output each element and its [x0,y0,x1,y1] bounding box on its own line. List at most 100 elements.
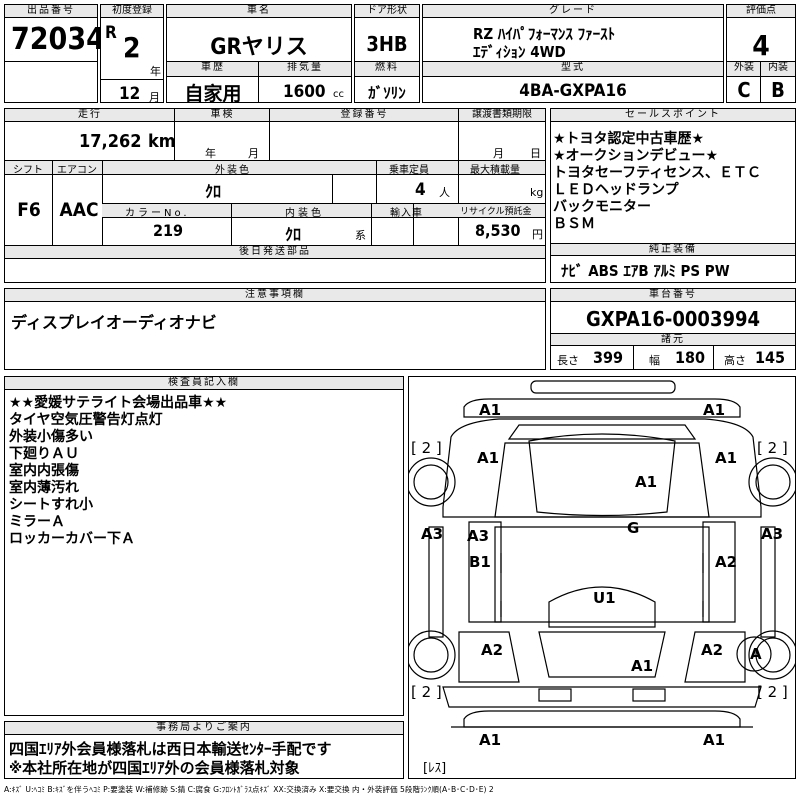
inspector-note: タイヤ空気圧警告灯点灯 [9,412,163,428]
score-box: 評価点 4 [726,4,796,63]
mileage-unit: km [148,131,176,152]
inspector-note: 外装小傷多い [9,429,93,445]
damage-mark: A3 [761,525,784,543]
color-no-value: 219 [153,221,184,240]
car-outline-drawing [409,380,795,728]
damage-mark: A2 [481,641,504,659]
color-no-label: カラーNo. [125,208,190,219]
inspector-note: ミラーＡ [9,514,65,530]
vehicle-detail-table: 走行 車検 登録番号 譲渡書類期限 17,262 km 年 月 月 日 シフト … [4,108,546,283]
fuel-box: 燃料 ｶﾞｿﾘﾝ [354,61,420,103]
damage-mark: A1 [477,449,500,467]
inspector-note: シートすれ小 [9,497,93,513]
grade-line1: RZ ﾊｲﾊﾟﾌｫｰﾏﾝｽ ﾌｧｰｽﾄ [473,25,616,43]
year-unit: 年 [150,65,161,78]
sales-point-item: ＬＥＤヘッドランプ [553,182,679,198]
recycle-label: リサイクル預託金 [460,207,532,217]
first-registration-box: 初度登録 R 2 年 12 月 [100,4,164,104]
interior-label: 内装 [761,62,795,77]
mileage-value: 17,262 [79,131,142,152]
later-parts-label: 後日発送部品 [5,245,545,259]
displacement-unit: cc [333,89,344,100]
insp-month-unit: 月 [248,147,259,160]
interior-box: 内装 B [760,61,796,103]
door-type: 3HB [366,32,408,56]
ac-label: エアコン [57,165,97,176]
damage-mark: B1 [469,553,491,571]
plate-label: 登録番号 [269,109,459,122]
capacity-unit: 人 [439,186,450,199]
sales-point-item: ★オークションデビュー★ [553,148,719,164]
inspector-label: 検査員記入欄 [5,377,403,390]
inspector-note: 室内内張傷 [9,463,79,479]
fuel-label: 燃料 [355,62,419,77]
recycle-unit: 円 [532,228,543,241]
shift-value: F6 [17,199,41,221]
lot-box: 出品番号 72034 [4,4,105,103]
load-label: 最大積載量 [470,165,520,176]
damage-mark: A3 [467,527,490,545]
color-label: 外装色 [215,165,251,176]
chassis-box: 車台番号 GXPA16-0003994 諸元 長さ 399 幅 180 高さ 1… [550,288,796,370]
color-value: ｸﾛ [205,182,222,201]
spare-tire-mark: [ﾚｽ] [423,761,447,776]
capacity-label: 乗車定員 [389,165,429,176]
damage-mark: A1 [479,401,502,419]
damage-mark: U1 [593,589,616,607]
chassis-number: GXPA16-0003994 [585,307,761,331]
int-color-value: ｸﾛ [285,225,302,244]
inspector-note: 室内薄汚れ [9,480,79,496]
inspector-note: ★★愛媛サテライト会場出品車★★ [9,395,228,411]
notes-text: ディスプレイオーディオナビ [11,313,217,332]
damage-mark: A1 [715,449,738,467]
damage-diagram: A1 A1 A1 A1 A1 G A3 A3 B1 A2 A3 U1 A2 A2… [408,376,796,779]
shift-label: シフト [13,165,43,176]
damage-mark: A1 [479,731,502,749]
history-value: 自家用 [184,83,242,105]
door-box: ドア形状 3HB [354,4,420,63]
ac-value: AAC [59,199,99,221]
doc-deadline-label: 譲渡書類期限 [458,109,545,122]
damage-mark: G [627,519,640,537]
length-value: 399 [593,348,624,367]
first-reg-label: 初度登録 [101,5,163,18]
damage-mark: A1 [631,657,654,675]
int-color-unit: 系 [355,229,366,242]
office-box: 事務局よりご案内 四国ｴﾘｱ外会員様落札は西日本輸送ｾﾝﾀｰ手配です ※本社所在… [4,721,404,779]
type-box: 型式 4BA-GXPA16 [422,61,724,103]
equipment-items: ﾅﾋﾞ ABS ｴｱB ｱﾙﾐ PS PW [561,262,730,280]
height-value: 145 [755,348,786,367]
type-value: 4BA-GXPA16 [519,81,627,101]
damage-mark: A1 [703,401,726,419]
interior-grade: B [771,78,785,102]
exterior-label: 外装 [727,62,761,77]
sales-point-item: ＢＳＭ [553,216,595,232]
displacement-box: 排気量 1600 cc [258,61,352,103]
int-color-label: 内装色 [285,208,324,219]
sales-point-item: バックモニター [553,199,651,215]
inspector-note: 下廻りＡＵ [9,446,79,462]
capacity-value: 4 [415,180,426,200]
doc-day-unit: 日 [530,147,541,160]
damage-mark: A1 [635,473,658,491]
type-label: 型式 [423,62,723,77]
reg-month: 12 [119,84,141,104]
history-label: 車歴 [167,62,259,77]
lot-label: 出品番号 [5,5,97,18]
exterior-grade: C [737,78,751,102]
fuel-value: ｶﾞｿﾘﾝ [368,84,406,102]
month-unit: 月 [149,91,160,104]
sales-points-label: セールスポイント [551,109,795,122]
chassis-label: 車台番号 [551,289,795,302]
damage-mark: A2 [701,641,724,659]
history-box: 車歴 自家用 [166,61,260,105]
grade-label: グレード [423,5,723,18]
model-name: GRヤリス [210,35,308,60]
damage-mark: A2 [715,553,738,571]
width-label: 幅 [649,354,660,367]
mileage-label: 走行 [5,109,175,122]
notes-label: 注意事項欄 [5,289,545,302]
lot-number: 72034 [11,22,105,57]
load-unit: kg [530,186,544,199]
grade-box: グレード RZ ﾊｲﾊﾟﾌｫｰﾏﾝｽ ﾌｧｰｽﾄ ｴﾃﾞｨｼｮﾝ 4WD [422,4,724,63]
